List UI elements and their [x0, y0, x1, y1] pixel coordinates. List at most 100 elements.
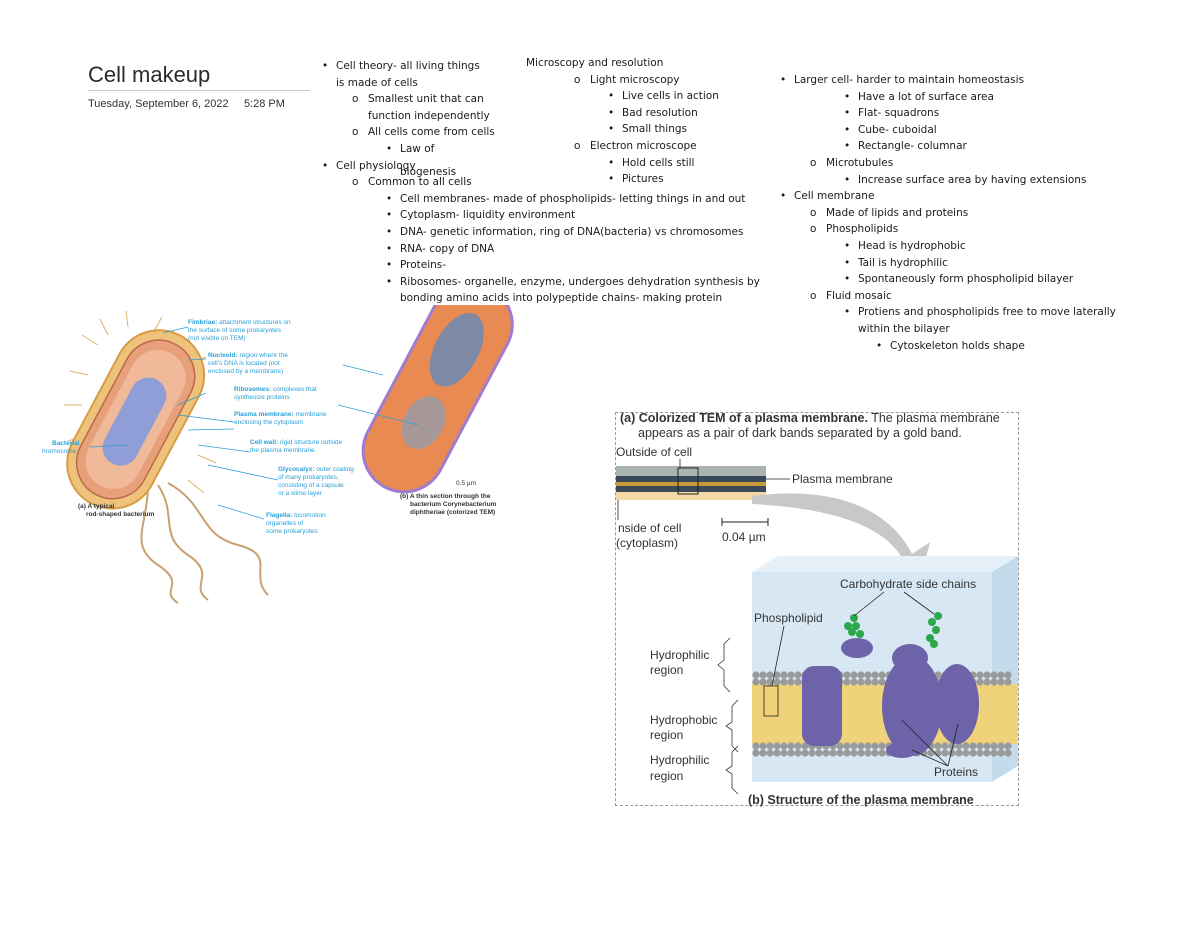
svg-text:bacterium Corynebacterium: bacterium Corynebacterium: [410, 501, 497, 508]
phospholipid-head: [766, 671, 774, 679]
phospholipid-head: [941, 742, 949, 750]
svg-text:(a) A typical: (a) A typical: [78, 503, 115, 510]
note-line: function independently: [368, 109, 490, 122]
phospholipid-head: [766, 678, 774, 686]
phospholipid-head: [801, 749, 809, 757]
svg-text:some prokaryotes: some prokaryotes: [266, 528, 318, 535]
note-line: RNA- copy of DNA: [316, 241, 760, 258]
protein-leaders: [901, 719, 959, 767]
note-line: Spontaneously form phospholipid bilayer: [776, 271, 1116, 288]
phospholipid-head: [962, 742, 970, 750]
svg-text:region: region: [650, 728, 683, 742]
phospholipid-head: [997, 678, 1005, 686]
note-line: Cytoplasm- liquidity environment: [316, 207, 760, 224]
phospholipid-head: [871, 678, 879, 686]
page-time: 5:28 PM: [243, 98, 285, 110]
flagella: [140, 482, 269, 604]
phospholipid-head: [948, 742, 956, 750]
phospholipid-head: [864, 749, 872, 757]
phospholipid-head: [836, 742, 844, 750]
note-line: Rectangle- columnar: [776, 138, 1116, 155]
tem-nucleoid: [429, 312, 484, 387]
phospholipid-head: [794, 678, 802, 686]
membrane-figure-frame: [615, 412, 1019, 806]
note-line: Have a lot of surface area: [776, 89, 1116, 106]
notes-column-2: Microscopy and resolutionLight microscop…: [526, 55, 719, 188]
note-line: Fluid mosaic: [776, 288, 1116, 305]
tem-zoom-box: [677, 467, 699, 495]
phospholipid-head: [773, 749, 781, 757]
phospholipid-head: [850, 749, 858, 757]
note-line: Proteins-: [316, 257, 760, 274]
phospholipid-head: [864, 742, 872, 750]
note-line: Electron microscope: [526, 138, 719, 155]
phospholipid-head: [983, 742, 991, 750]
note-line: Cell theory- all living things: [316, 58, 760, 75]
note-line: Microscopy and resolution: [526, 57, 664, 69]
phospholipid-head: [990, 749, 998, 757]
phospholipid-head: [752, 678, 760, 686]
svg-text:region: region: [650, 663, 683, 677]
phospholipid-head: [752, 671, 760, 679]
phospholipid-head: [843, 678, 851, 686]
note-line: Light microscopy: [526, 72, 719, 89]
phospholipid-head: [773, 742, 781, 750]
phospholipid-head: [983, 749, 991, 757]
svg-text:appears as a pair of dark band: appears as a pair of dark bands separate…: [638, 426, 962, 440]
phospholipid-head: [878, 678, 886, 686]
note-line: bonding amino acids into polypeptide cha…: [400, 292, 723, 305]
phospholipid-head: [843, 742, 851, 750]
phospholipid-head: [759, 678, 767, 686]
phospholipid-head: [976, 749, 984, 757]
phospholipid-head: [780, 671, 788, 679]
phospholipid-head: [857, 678, 865, 686]
note-line: Cytoskeleton holds shape: [776, 338, 1116, 355]
svg-text:of many prokaryotes,: of many prokaryotes,: [278, 474, 339, 481]
phospholipid-head: [857, 742, 865, 750]
phospholipid-head: [864, 671, 872, 679]
note-line: Protiens and phospholipids free to move …: [776, 304, 1116, 321]
svg-text:Ribosomes: complexes that: Ribosomes: complexes that: [234, 386, 317, 393]
svg-text:Bacterial: Bacterial: [52, 440, 80, 447]
svg-text:the surface of some prokaryote: the surface of some prokaryotes: [188, 327, 282, 334]
note-line: Hold cells still: [526, 155, 719, 172]
note-line: Made of lipids and proteins: [776, 205, 1116, 222]
phospholipid-head: [1004, 678, 1012, 686]
carbohydrate-chains: [844, 612, 942, 648]
svg-text:the plasma membrane: the plasma membrane: [250, 447, 315, 454]
phospholipid-head: [794, 742, 802, 750]
svg-text:(b) A thin section through the: (b) A thin section through the: [400, 493, 491, 500]
phospholipid-head: [850, 671, 858, 679]
phospholipid-head: [983, 671, 991, 679]
note-line: Law of: [316, 141, 760, 158]
membrane-figure: (a) Colorized TEM of a plasma membrane. …: [616, 411, 1018, 807]
svg-text:hromosome: hromosome: [42, 448, 77, 455]
phospholipid-head: [976, 742, 984, 750]
phospholipid-head: [843, 671, 851, 679]
phospholipid-head: [780, 678, 788, 686]
phospholipid-head: [794, 671, 802, 679]
svg-text:diphtheriae (colorized TEM): diphtheriae (colorized TEM): [410, 509, 495, 516]
phospholipid-head: [948, 749, 956, 757]
svg-text:(a) Colorized TEM of a plasma: (a) Colorized TEM of a plasma membrane. …: [620, 411, 1000, 425]
note-line: is made of cells: [336, 76, 418, 89]
svg-text:cell's DNA is located (not: cell's DNA is located (not: [208, 360, 280, 367]
note-line: Microtubules: [776, 155, 1116, 172]
note-line: All cells come from cells: [316, 124, 760, 141]
phospholipid-head: [759, 742, 767, 750]
phospholipid-head: [843, 749, 851, 757]
phospholipid-head: [969, 749, 977, 757]
svg-text:or a slime layer: or a slime layer: [278, 490, 323, 497]
svg-text:Glycocalyx: outer coating: Glycocalyx: outer coating: [278, 466, 354, 473]
svg-text:region: region: [650, 769, 683, 783]
phospholipid-head: [997, 749, 1005, 757]
phospholipid-head: [962, 749, 970, 757]
phospholipid-head: [787, 671, 795, 679]
note-line: Flat- squadrons: [776, 105, 1116, 122]
phospholipid-head: [990, 742, 998, 750]
phospholipid-head: [808, 749, 816, 757]
svg-text:Carbohydrate side chains: Carbohydrate side chains: [840, 577, 976, 591]
svg-text:0.5 µm: 0.5 µm: [456, 480, 476, 487]
note-line: Increase surface area by having extensio…: [776, 172, 1116, 189]
